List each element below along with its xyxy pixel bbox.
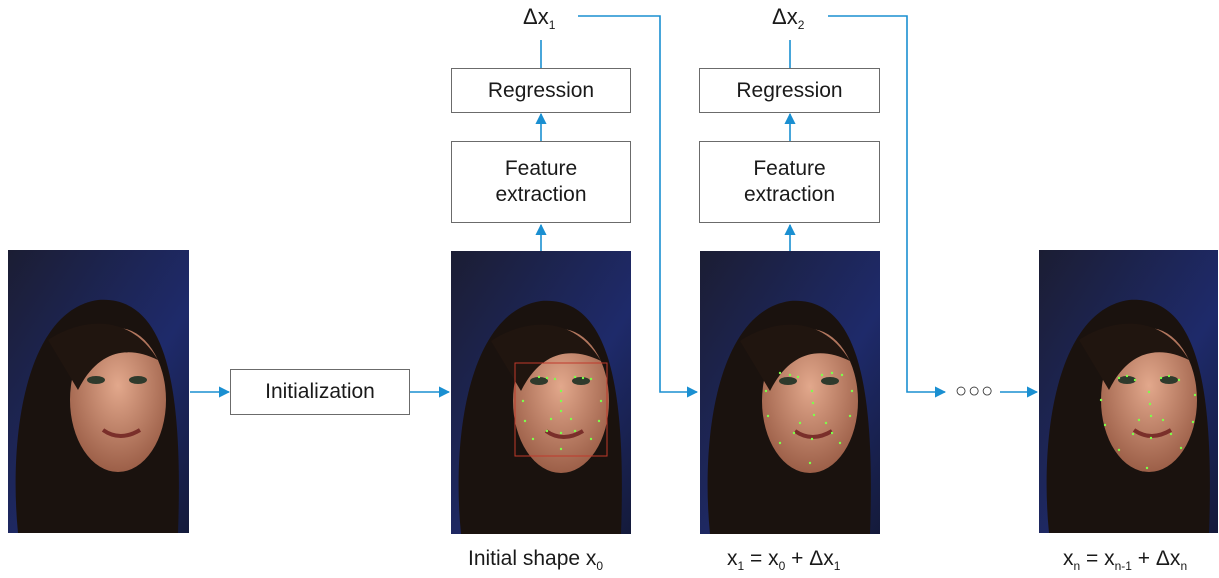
final-shape-photo: [1039, 250, 1218, 533]
arrow-delta1-to-photo2: [578, 15, 699, 398]
initial-shape-photo: [451, 251, 631, 534]
caption-x1-update: x1 = x0 + Δx1: [727, 547, 841, 573]
arrow-delta2-to-ellipsis: [828, 15, 947, 398]
caption-xn-update: xn = xn-1 + Δxn: [1063, 547, 1188, 573]
regression-box-1: Regression: [451, 68, 631, 113]
feature-extraction-label-1: Feature extraction: [495, 157, 587, 206]
regression-box-2: Regression: [699, 68, 880, 113]
delta-x1-label: Δx1: [523, 4, 556, 32]
regression-label-2: Regression: [736, 78, 843, 102]
iteration-ellipsis: ○○○: [955, 380, 995, 402]
feature-extraction-box-2: Feature extraction: [699, 141, 880, 223]
updated-shape-photo-1: [700, 251, 880, 534]
input-face-photo: [8, 250, 189, 533]
initialization-box: Initialization: [230, 369, 410, 415]
caption-initial-shape: Initial shape x0: [468, 547, 604, 573]
feature-extraction-label-2: Feature extraction: [743, 157, 836, 206]
feature-extraction-box-1: Feature extraction: [451, 141, 631, 223]
delta-x2-label: Δx2: [772, 4, 805, 32]
regression-label-1: Regression: [487, 78, 595, 102]
initialization-label: Initialization: [265, 380, 375, 403]
